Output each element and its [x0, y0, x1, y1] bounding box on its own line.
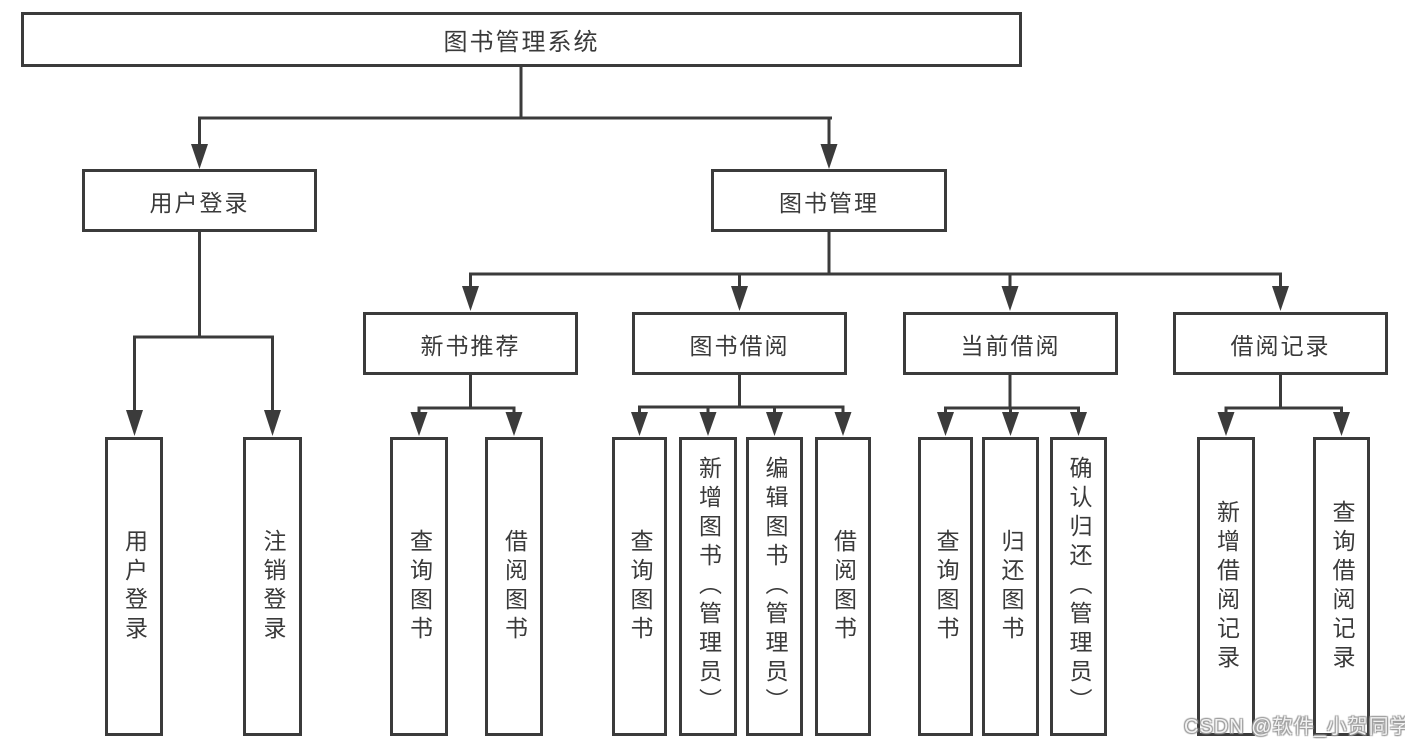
node-library-system: 图书管理系统 — [21, 12, 1022, 67]
leaf-query-borrow-record: 查询借阅记录 — [1313, 437, 1370, 736]
arrow-down-icon — [731, 286, 748, 311]
node-borrowing-records: 借阅记录 — [1173, 312, 1388, 375]
leaf-query-books-borrowing: 查询图书 — [612, 437, 667, 736]
leaf-borrow-books-borrowing: 借阅图书 — [815, 437, 871, 736]
node-book-management: 图书管理 — [711, 169, 947, 232]
node-book-borrowing: 图书借阅 — [632, 312, 847, 375]
leaf-return-books: 归还图书 — [982, 437, 1039, 736]
arrow-down-icon — [631, 412, 648, 436]
arrow-down-icon — [766, 412, 783, 436]
leaf-query-books-recommend: 查询图书 — [390, 437, 448, 736]
arrow-down-icon — [1002, 412, 1019, 436]
arrow-down-icon — [191, 144, 208, 169]
arrow-down-icon — [1333, 412, 1350, 436]
leaf-confirm-return-admin: 确认归还（管理员） — [1050, 437, 1107, 736]
leaf-edit-books-admin: 编辑图书（管理员） — [746, 437, 803, 736]
arrow-down-icon — [937, 412, 954, 436]
arrow-down-icon — [462, 286, 479, 311]
arrow-down-icon — [126, 410, 143, 436]
node-current-borrowing: 当前借阅 — [903, 312, 1118, 375]
arrow-down-icon — [834, 412, 852, 436]
leaf-add-books-admin: 新增图书（管理员） — [679, 437, 737, 736]
arrow-down-icon — [1272, 286, 1289, 311]
arrow-down-icon — [820, 144, 838, 169]
arrow-down-icon — [1070, 412, 1087, 436]
arrow-down-icon — [699, 412, 717, 436]
leaf-user-login: 用户登录 — [105, 437, 163, 736]
node-new-book-recommendation: 新书推荐 — [363, 312, 578, 375]
node-user-login: 用户登录 — [82, 169, 317, 232]
arrow-down-icon — [505, 412, 523, 436]
leaf-logout: 注销登录 — [243, 437, 302, 736]
arrow-down-icon — [1001, 286, 1019, 311]
arrow-down-icon — [264, 410, 281, 436]
arrow-down-icon — [410, 412, 428, 436]
watermark-text: CSDN @软件_小贺同学 — [1184, 716, 1405, 738]
arrow-down-icon — [1217, 412, 1235, 436]
leaf-query-books-current: 查询图书 — [918, 437, 973, 736]
leaf-borrow-books-recommend: 借阅图书 — [485, 437, 543, 736]
leaf-add-borrow-record: 新增借阅记录 — [1197, 437, 1255, 736]
